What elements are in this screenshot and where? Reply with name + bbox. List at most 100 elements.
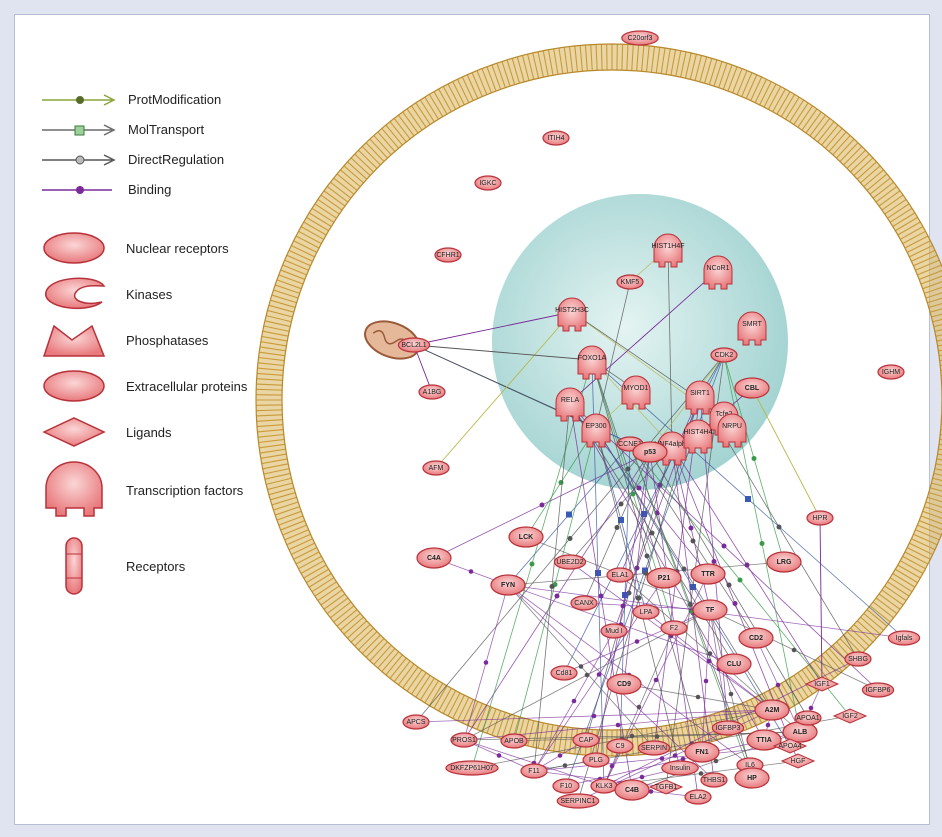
edge-marker — [713, 758, 719, 764]
node-label: Tcfe2 — [716, 411, 733, 418]
edge-marker — [732, 601, 738, 606]
node-hist1h4f[interactable]: HIST1H4F — [651, 233, 685, 268]
node-ube2d2[interactable]: UBE2D2 — [553, 554, 587, 570]
node-rela[interactable]: RELA — [555, 387, 585, 422]
node-pros1[interactable]: PROS1 — [450, 732, 478, 748]
node-c9[interactable]: C9 — [606, 738, 634, 754]
node-ela2[interactable]: ELA2 — [684, 789, 712, 805]
edge-marker — [737, 577, 743, 583]
node-c4b[interactable]: C4B — [614, 779, 650, 801]
node-ttia[interactable]: TTIA — [746, 729, 782, 751]
node-ela1[interactable]: ELA1 — [606, 567, 634, 583]
node-igfals[interactable]: Igfals — [887, 630, 921, 646]
node-label: HNF4alpha — [654, 441, 690, 448]
node-ighm[interactable]: IGHM — [877, 364, 905, 380]
node-lrg[interactable]: LRG — [766, 551, 802, 573]
edge-marker — [614, 525, 620, 530]
node-igkc[interactable]: IGKC — [474, 175, 502, 191]
node-smrt[interactable]: SMRT — [737, 311, 767, 346]
edge-marker — [745, 496, 751, 502]
legend-edge-direct-regulation: DirectRegulation — [40, 152, 224, 167]
node-cbl[interactable]: CBL — [734, 377, 770, 399]
node-f11[interactable]: F11 — [520, 763, 548, 779]
interaction-edge — [435, 311, 573, 469]
node-kmf5[interactable]: KMF5 — [616, 274, 644, 290]
node-ep300[interactable]: EP300 — [581, 413, 611, 448]
node-cd9[interactable]: CD9 — [606, 673, 642, 695]
node-igf2[interactable]: IGF2 — [832, 708, 868, 724]
legend-label: Extracellular proteins — [126, 378, 248, 394]
node-foxo1a[interactable]: FOXO1A — [577, 345, 607, 380]
node-itih4[interactable]: ITIH4 — [542, 130, 570, 146]
node-tgfb1[interactable]: TGFB1 — [648, 779, 684, 795]
node-afm[interactable]: AFM — [422, 460, 450, 476]
legend-shape-extracellular-proteins: Extracellular proteins — [40, 368, 247, 404]
node-clu[interactable]: CLU — [716, 653, 752, 675]
node-label: PROS1 — [452, 737, 476, 744]
transcription-factor-dome-icon — [45, 461, 103, 517]
legend-label: Nuclear receptors — [126, 240, 229, 256]
edge-marker — [539, 502, 545, 508]
node-bcl2l1[interactable]: BCL2L1 — [397, 337, 431, 353]
node-plg[interactable]: PLG — [582, 752, 610, 768]
node-apob[interactable]: APOB — [500, 733, 528, 749]
node-hpr[interactable]: HPR — [806, 510, 834, 526]
node-klk3[interactable]: KLK3 — [590, 778, 618, 794]
node-label: A2M — [765, 707, 780, 714]
node-apcs[interactable]: APCS — [402, 714, 430, 730]
node-label: CD9 — [617, 681, 631, 688]
node-ttr[interactable]: TTR — [690, 563, 726, 585]
node-cdk2[interactable]: CDK2 — [710, 347, 738, 363]
node-label: KMF5 — [621, 279, 640, 286]
node-a2m[interactable]: A2M — [754, 699, 790, 721]
node-serpinc1[interactable]: SERPINC1 — [556, 793, 600, 809]
legend-shape-ligands: Ligands — [40, 414, 172, 450]
node-ncor1[interactable]: NCoR1 — [703, 255, 733, 290]
node-lck[interactable]: LCK — [508, 526, 544, 548]
node-hist2h3c[interactable]: HIST2H3C — [555, 297, 589, 332]
node-cap[interactable]: CAP — [572, 732, 600, 748]
node-a1bg[interactable]: A1BG — [418, 384, 446, 400]
node-label: CD2 — [749, 635, 763, 642]
node-cd81[interactable]: Cd81 — [550, 665, 578, 681]
node-igf1[interactable]: IGF1 — [804, 676, 840, 692]
node-canx[interactable]: CANX — [570, 595, 598, 611]
node-label: IGF1 — [814, 681, 830, 688]
node-hgf[interactable]: HGF — [780, 753, 816, 769]
node-p21[interactable]: P21 — [646, 567, 682, 589]
node-apoa4[interactable]: APOA4 — [772, 738, 808, 754]
node-p53[interactable]: p53 — [632, 441, 668, 463]
node-hist4h4[interactable]: HIST4H4 — [683, 419, 713, 454]
node-igfbp6[interactable]: IGFBP6 — [861, 682, 895, 698]
node-serpin[interactable]: SERPIN — [637, 740, 671, 756]
node-cd2[interactable]: CD2 — [738, 627, 774, 649]
edge-marker — [642, 567, 648, 574]
node-hp[interactable]: HP — [734, 767, 770, 789]
node-c20orf3[interactable]: C20orf3 — [621, 30, 659, 46]
node-cfhr1[interactable]: CFHR1 — [434, 247, 462, 263]
node-lpa[interactable]: LPA — [632, 604, 660, 620]
node-fn1[interactable]: FN1 — [684, 741, 720, 763]
node-tf[interactable]: TF — [692, 599, 728, 621]
node-mud-i[interactable]: Mud I — [600, 623, 628, 639]
node-nrpu[interactable]: NRPU — [717, 413, 747, 448]
node-c4a[interactable]: C4A — [416, 547, 452, 569]
edge-marker — [567, 536, 573, 541]
node-insulin[interactable]: Insulin — [661, 760, 699, 776]
node-fyn[interactable]: FYN — [490, 574, 526, 596]
node-dkfzp61h07[interactable]: DKFZP61H07 — [445, 760, 499, 776]
edge-marker — [549, 584, 555, 589]
node-thbs1[interactable]: THBS1 — [700, 772, 728, 788]
edge-marker — [759, 541, 765, 546]
edge-marker — [695, 694, 701, 700]
node-apoa1[interactable]: APOA1 — [794, 710, 822, 726]
node-myod1[interactable]: MYOD1 — [621, 375, 651, 410]
node-label: C9 — [616, 743, 625, 750]
node-f2[interactable]: F2 — [660, 620, 688, 636]
node-sirt1[interactable]: SIRT1 — [685, 380, 715, 415]
node-shbg[interactable]: SHBG — [844, 651, 872, 667]
node-f10[interactable]: F10 — [552, 778, 580, 794]
interaction-edge — [595, 281, 631, 429]
edge-marker — [751, 456, 757, 461]
node-igfbp3[interactable]: IGFBP3 — [711, 720, 745, 736]
